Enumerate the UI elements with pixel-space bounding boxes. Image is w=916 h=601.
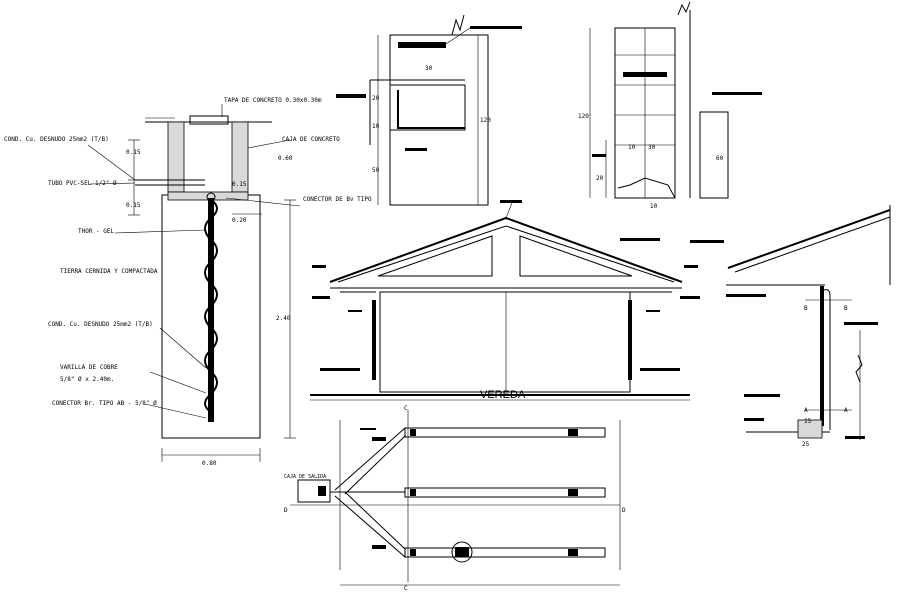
vereda-label: VEREDA <box>480 389 526 401</box>
tr-dim-20: 20 <box>596 175 604 182</box>
dim-015c: 0.15 <box>126 202 141 209</box>
tm-dim-50: 50 <box>372 167 380 174</box>
dim-15: 15 <box>804 418 812 425</box>
tm-dim-120: 120 <box>480 117 491 124</box>
house-elevation: VEREDA <box>310 200 700 401</box>
tubo-label: TUBO PVC-SEL 1/2" Ø <box>48 180 117 187</box>
tr-dim-10b: 10 <box>650 203 658 210</box>
caja-salida-label: CAJA DE SALIDA <box>284 474 326 480</box>
mark-b-right: B <box>844 305 848 312</box>
conector-ab-label: CONECTOR Br. TIPO AB - 5/8" Ø <box>52 400 157 407</box>
tm-dim-30: 30 <box>425 65 433 72</box>
tapa-label: TAPA DE CONCRETO 0.30x0.30m <box>224 97 322 104</box>
grounding-well-detail: TAPA DE CONCRETO 0.30x0.30m CAJA DE CONC… <box>4 97 372 467</box>
tr-dim-60: 60 <box>716 155 724 162</box>
dim-015a: 0.15 <box>126 149 141 156</box>
tr-dim-10a: 10 <box>628 144 636 151</box>
right-section: B B A A 15 25 <box>690 205 891 448</box>
tr-dim-120: 120 <box>578 113 589 120</box>
varilla-label: VARILLA DE COBRE <box>60 364 118 371</box>
top-middle-detail: 30 20 10 50 120 <box>336 14 522 206</box>
cond-mid-label: COND. Cu. DESNUDO 25mm2 (T/B) <box>48 321 153 328</box>
dim-060: 0.60 <box>278 155 293 162</box>
conector-bv-label: CONECTOR DE Bv TIPO <box>303 196 372 203</box>
dim-080: 0.80 <box>202 460 217 467</box>
caja-label: CAJA DE CONCRETO <box>282 136 340 143</box>
cond-top-label: COND. Cu. DESNUDO 25mm2 (T/B) <box>4 136 109 143</box>
mark-d-left: D <box>284 507 288 514</box>
mark-c-bottom: C <box>404 585 408 592</box>
tierra-label: TIERRA CERNIDA Y COMPACTADA <box>60 268 158 275</box>
mark-d-right: D <box>622 507 626 514</box>
tm-dim-10: 10 <box>372 123 380 130</box>
mark-b-left: B <box>804 305 808 312</box>
mark-c-top: C <box>404 405 408 412</box>
top-right-detail: 120 60 10 30 10 20 <box>578 1 762 210</box>
mark-a-left: A <box>804 407 808 414</box>
dim-240: 2.40 <box>276 315 291 322</box>
thor-label: THOR - GEL <box>78 228 115 235</box>
dim-015b: 0.15 <box>232 181 247 188</box>
tr-dim-30: 30 <box>648 144 656 151</box>
dim-020: 0.20 <box>232 217 247 224</box>
dim-25: 25 <box>802 441 810 448</box>
varilla-size-label: 5/8" Ø x 2.40m. <box>60 376 114 383</box>
mark-a-right: A <box>844 407 848 414</box>
grounding-plan: CAJA DE SALIDA C C D D <box>284 405 626 592</box>
tm-dim-20: 20 <box>372 95 380 102</box>
